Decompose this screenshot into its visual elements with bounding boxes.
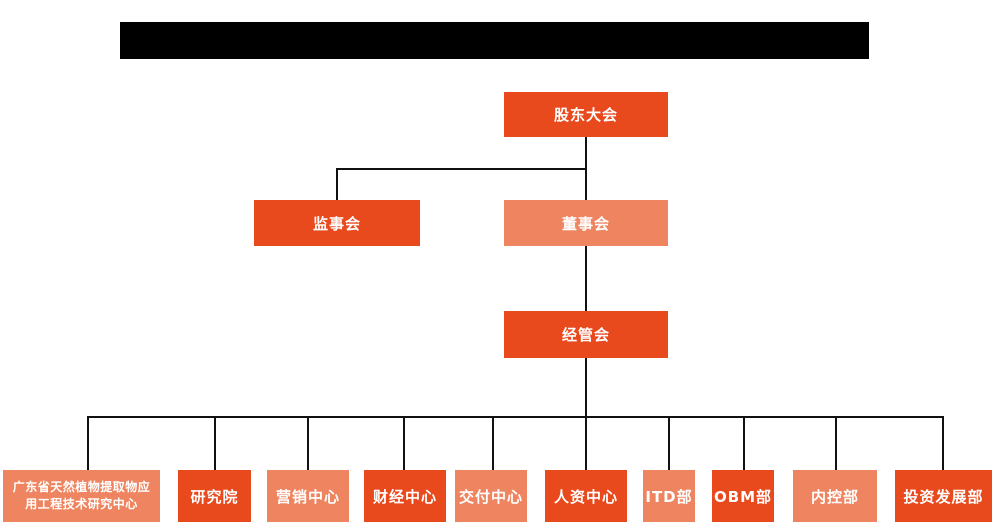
node-label: 内控部: [810, 487, 859, 506]
node-label: 广东省天然植物提取物应 用工程技术研究中心: [12, 479, 151, 511]
node-label: 人资中心: [553, 487, 618, 506]
node-label: 投资发展部: [903, 487, 984, 506]
node-shareholders-meeting: 股东大会: [504, 92, 668, 137]
node-label: ITD部: [645, 487, 693, 506]
node-label: OBM部: [713, 487, 773, 506]
redacted-title-bar: [120, 22, 869, 59]
node-gd-plant-extract-research-center: 广东省天然植物提取物应 用工程技术研究中心: [3, 470, 160, 522]
node-management-committee: 经管会: [504, 311, 668, 358]
node-board-of-directors: 董事会: [504, 200, 668, 246]
node-internal-control-department: 内控部: [793, 470, 877, 522]
node-finance-center: 财经中心: [364, 470, 446, 522]
node-itd-department: ITD部: [643, 470, 695, 522]
node-label: 股东大会: [553, 106, 618, 124]
node-obm-department: OBM部: [712, 470, 774, 522]
node-supervisory-board: 监事会: [254, 200, 420, 246]
node-investment-development-department: 投资发展部: [895, 470, 992, 522]
node-hr-center: 人资中心: [545, 470, 627, 522]
node-label: 财经中心: [372, 487, 437, 506]
node-label: 董事会: [561, 214, 610, 233]
node-research-institute: 研究院: [178, 470, 251, 522]
node-label: 营销中心: [275, 487, 340, 506]
node-marketing-center: 营销中心: [267, 470, 349, 522]
node-label: 研究院: [190, 487, 239, 506]
node-label: 经管会: [561, 326, 610, 344]
node-label: 交付中心: [458, 487, 523, 506]
node-delivery-center: 交付中心: [455, 470, 527, 522]
node-label: 监事会: [312, 214, 361, 233]
